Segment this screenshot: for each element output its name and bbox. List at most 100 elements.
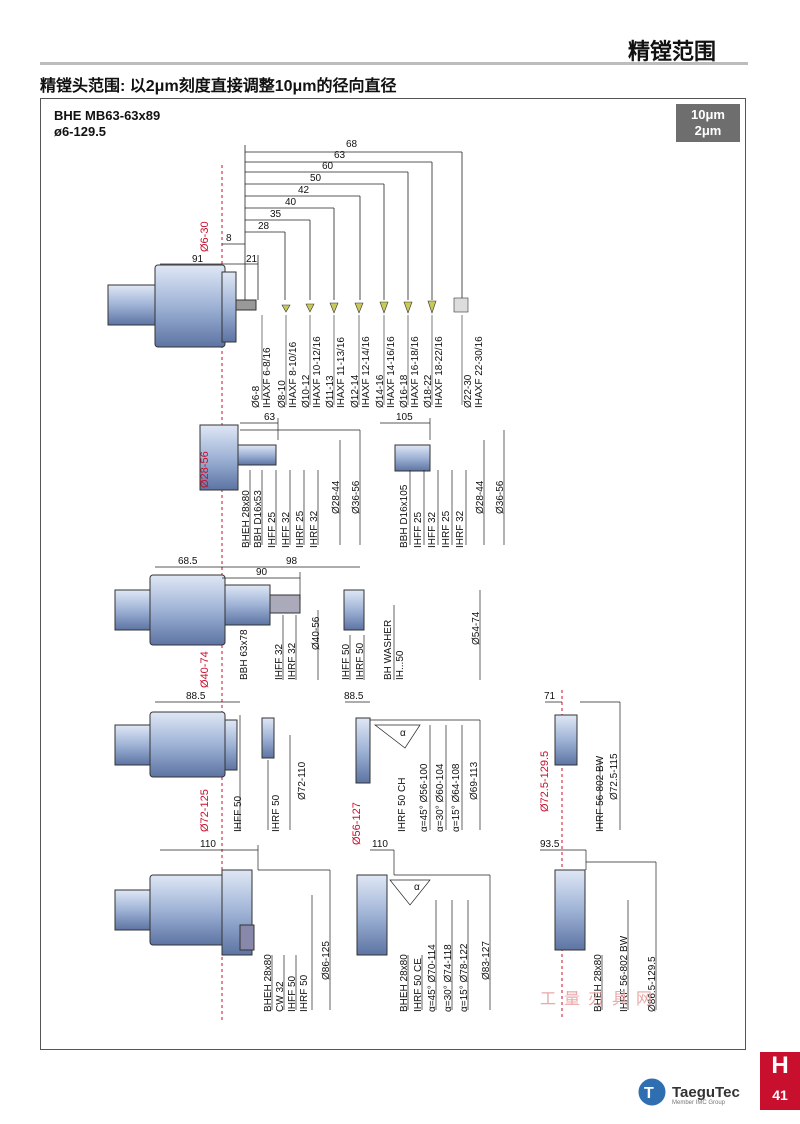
dim-68-5: 68.5 [178, 556, 198, 567]
part-label: α=45° Ø56-100 [419, 763, 430, 832]
part-label: IHFF 50 [233, 795, 244, 832]
dim-42: 42 [298, 185, 310, 196]
part-label: BBH D16x53 [253, 490, 264, 548]
part-label: Ø72-110 [297, 761, 308, 800]
dim-63b: 63 [264, 412, 276, 423]
dim-68: 68 [346, 139, 358, 150]
part-label: Ø36-56 [495, 480, 506, 514]
part-label: IHAXF 6-8/16 [262, 347, 273, 408]
part-label: IHRF 25 [295, 510, 306, 548]
part-label: IH...50 [395, 650, 406, 680]
part-label: BHEH 28x80 [399, 954, 410, 1012]
part-label: Ø86-125 [321, 941, 332, 980]
dim-63: 63 [334, 150, 346, 161]
part-label: IHRF 25 [441, 510, 452, 548]
badge-line1: 10μm [691, 107, 725, 122]
dim-21: 21 [246, 254, 258, 265]
model-range: ø6-129.5 [54, 124, 107, 139]
range-label-row4a: Ø72-125 [199, 789, 211, 832]
dim-110b: 110 [372, 839, 388, 850]
alpha-label: α [414, 882, 420, 893]
part-label: BHEH 28x80 [241, 490, 252, 548]
part-label: IHAXF 16-18/16 [410, 336, 421, 408]
brand-sub: Member IMC Group [672, 1100, 726, 1106]
dim-28: 28 [258, 221, 270, 232]
page-subtitle: 精镗头范围: 以2μm刻度直接调整10μm的径向直径 [40, 78, 397, 95]
part-label: IHRF 32 [287, 642, 298, 680]
range-label-row2: Ø28-56 [199, 451, 211, 488]
part-label: Ø10-12 [301, 374, 312, 408]
part-label: Ø8-10 [277, 380, 288, 408]
part-label: CW 32 [275, 981, 286, 1012]
brand-name: TaeguTec [672, 1084, 740, 1101]
part-label: IHRF 32 [309, 510, 320, 548]
part-label: BBH D16x105 [399, 484, 410, 548]
part-label: IHAXF 10-12/16 [312, 336, 323, 408]
part-label: Ø69-113 [469, 761, 480, 800]
part-label: BHEH 28x80 [263, 954, 274, 1012]
dim-110: 110 [200, 839, 216, 850]
part-label: IHFF 25 [413, 511, 424, 548]
part-label: Ø22-30 [463, 374, 474, 408]
dim-90: 90 [256, 567, 268, 578]
part-label: IHFF 50 [341, 643, 352, 680]
part-label: Ø72.5-115 [609, 753, 620, 800]
part-label: IHRF 50 CE [413, 958, 424, 1012]
part-label: Ø18-22 [423, 374, 434, 408]
part-label: α=45° Ø70-114 [427, 944, 438, 1012]
part-label: Ø16-18 [399, 374, 410, 408]
diagram-frame [40, 98, 746, 1050]
part-label: IHFF 50 [287, 975, 298, 1012]
range-label-row4c: Ø72.5-129.5 [539, 750, 551, 812]
part-label: IHAXF 12-14/16 [361, 336, 372, 408]
part-label: IHFF 32 [281, 511, 292, 548]
dim-93-5: 93.5 [540, 839, 560, 850]
part-label: IHRF 50 CH [397, 777, 408, 832]
part-label: Ø83-127 [481, 941, 492, 980]
part-label: α=30° Ø74-118 [443, 944, 454, 1012]
part-label: Ø40-56 [311, 616, 322, 650]
range-label-row3: Ø40-74 [199, 651, 211, 688]
part-label: IHRF 50 [355, 642, 366, 680]
dim-91: 91 [192, 254, 204, 265]
part-label: α=30° Ø60-104 [435, 763, 446, 832]
header-divider [40, 62, 748, 65]
part-label: Ø6-8 [251, 385, 262, 408]
part-label: IHRF 50 [271, 794, 282, 832]
part-label: IHAXF 22-30/16 [474, 336, 485, 408]
dim-60: 60 [322, 161, 334, 172]
dim-98: 98 [286, 556, 298, 567]
section-tab: H [760, 1052, 800, 1080]
part-label: Ø12-14 [350, 374, 361, 408]
part-label: IHFF 25 [267, 511, 278, 548]
part-label: IHAXF 11-13/16 [336, 337, 347, 408]
dim-105: 105 [396, 412, 413, 423]
holder-row1 [107, 264, 257, 348]
part-label: IHRF 50 [299, 974, 310, 1012]
part-label: IHFF 32 [427, 511, 438, 548]
dim-88-5b: 88.5 [344, 691, 364, 702]
range-label-row4b: Ø56-127 [351, 802, 363, 845]
dim-35: 35 [270, 209, 282, 220]
badge-line2: 2μm [694, 123, 722, 138]
part-label: α=15° Ø64-108 [451, 763, 462, 832]
part-label: BH WASHER [383, 619, 394, 680]
part-label: Ø54-74 [471, 611, 482, 645]
part-label: IHRF 32 [455, 510, 466, 548]
part-label: IHAXF 14-16/16 [386, 336, 397, 408]
range-label-row1: Ø6-30 [199, 221, 211, 252]
part-label: IHRF 56-802 BW [595, 755, 606, 832]
holder-row2 [199, 424, 431, 491]
holder-row3 [114, 574, 365, 646]
alpha-label: α [400, 728, 406, 739]
part-label: BBH 63x78 [239, 629, 250, 680]
dim-50: 50 [310, 173, 322, 184]
section-title: 精镗范围 [628, 39, 717, 64]
part-label: Ø11-13 [325, 375, 336, 408]
watermark: 工量刃具网 [540, 991, 661, 1008]
precision-badge: 10μm 2μm [676, 104, 740, 142]
part-label: IHAXF 18-22/16 [434, 336, 445, 408]
part-label: Ø36-56 [351, 480, 362, 514]
model-name: BHE MB63-63x89 [54, 108, 161, 123]
